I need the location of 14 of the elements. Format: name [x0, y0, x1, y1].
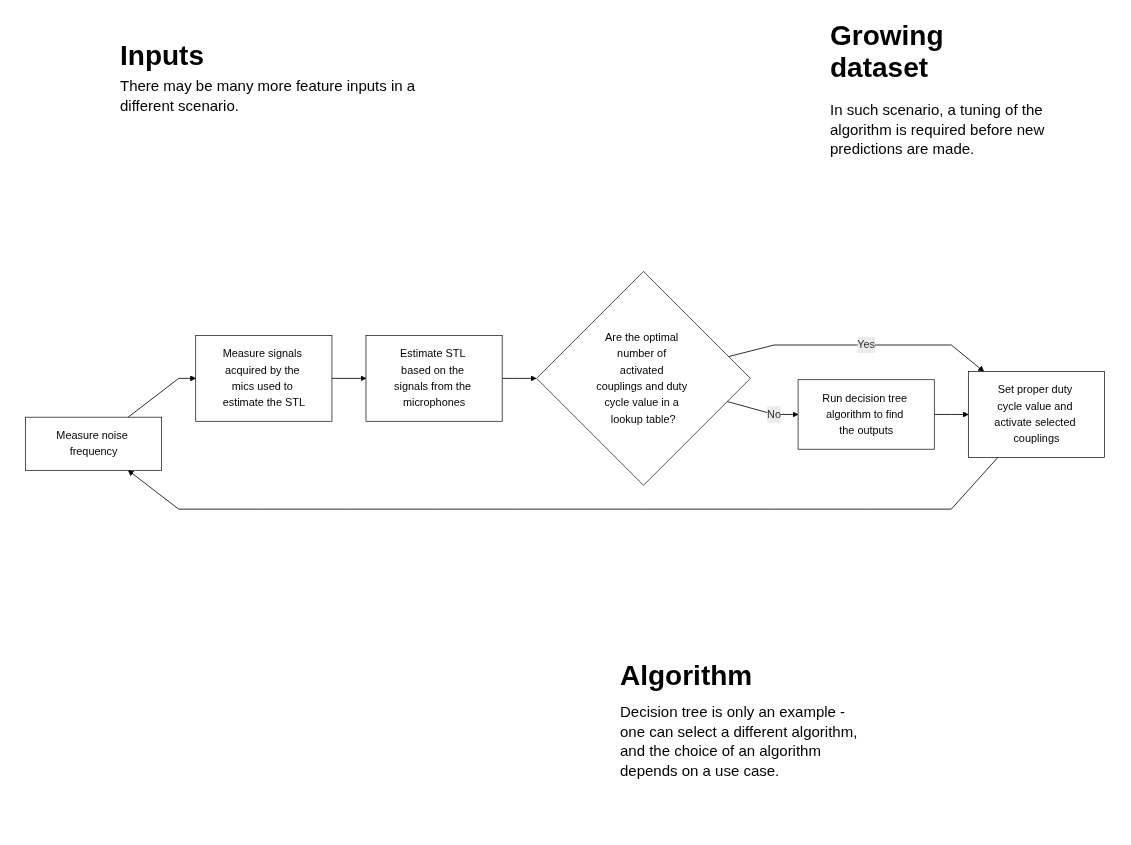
node-diamond: Are the optimal number of activated couplings and duty cycle value in a lookup table? — [536, 270, 751, 486]
node-box: Estimate STL based on the signals from the microphones — [365, 334, 503, 422]
note-text: In such scenario, a tuning of the algorithm is required before new predictions are made. — [830, 100, 1046, 159]
section-heading: Algorithm — [620, 660, 754, 692]
edge-label: Yes — [857, 338, 876, 351]
node-box: Run decision tree algorithm to find the outputs — [797, 379, 935, 450]
note-text: Decision tree is only an example - one can select a different algorithm, and the choice of an algorithm depends on a use case. — [620, 702, 859, 780]
section-heading: Growing dataset — [830, 20, 945, 84]
node-box: Measure noise frequency — [25, 416, 162, 471]
node-box: Measure signals acquired by the mics used to estimate the STL — [195, 334, 333, 422]
node-box: Set proper duty cycle value and activate selected couplings — [968, 370, 1105, 458]
note-text: There may be many more feature inputs in a different scenario. — [120, 76, 417, 115]
section-heading: Inputs — [120, 40, 205, 72]
edge-label: No — [767, 408, 782, 420]
